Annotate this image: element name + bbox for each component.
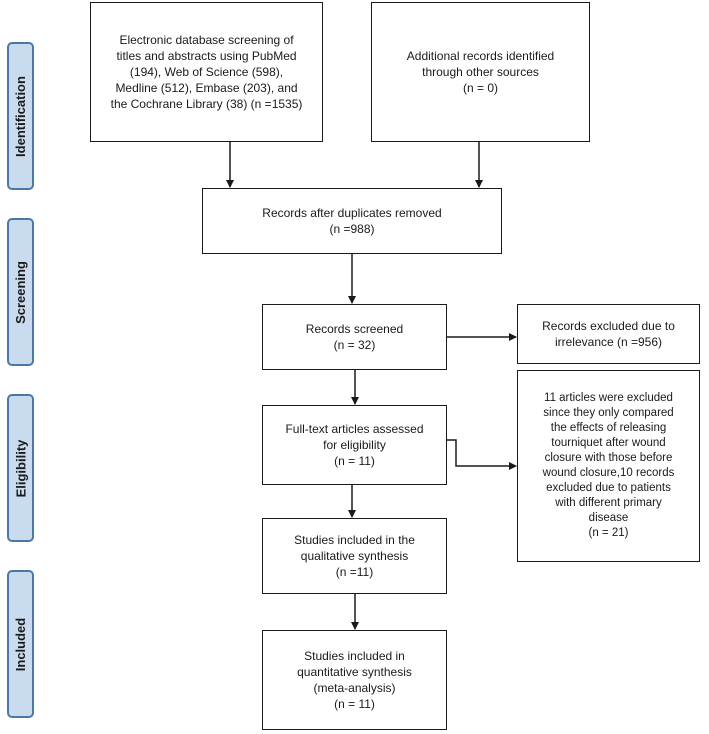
full-text-line: Full-text articles assessed bbox=[285, 422, 424, 436]
qualitative-synthesis-line: (n =11) bbox=[335, 565, 374, 579]
quantitative-synthesis-line: (meta-analysis) bbox=[313, 681, 396, 695]
database-search-line: titles and abstracts using PubMed bbox=[116, 49, 297, 63]
excluded-fulltext-box: 11 articles were excluded since they onl… bbox=[517, 370, 700, 562]
other-sources-line: Additional records identified bbox=[406, 49, 555, 63]
quantitative-synthesis-box: Studies included in quantitative synthes… bbox=[262, 630, 447, 730]
records-screened-line: Records screened bbox=[305, 322, 404, 336]
database-search-box: Electronic database screening of titles … bbox=[90, 2, 323, 142]
full-text-box: Full-text articles assessed for eligibil… bbox=[262, 405, 447, 485]
duplicates-removed-line: Records after duplicates removed bbox=[262, 206, 442, 220]
duplicates-removed-line: (n =988) bbox=[329, 222, 375, 236]
quantitative-synthesis-line: quantitative synthesis bbox=[297, 665, 412, 679]
other-sources-line: (n = 0) bbox=[462, 81, 498, 95]
records-screened-line: (n = 32) bbox=[333, 338, 376, 352]
excluded-fulltext-line: since they only compared bbox=[543, 407, 674, 419]
qualitative-synthesis-box: Studies included in the qualitative synt… bbox=[262, 518, 447, 594]
phase-eligibility: Eligibility bbox=[7, 394, 34, 542]
other-sources-box: Additional records identified through ot… bbox=[371, 2, 590, 142]
other-sources-line: through other sources bbox=[422, 65, 539, 79]
phase-screening: Screening bbox=[7, 218, 34, 366]
quantitative-synthesis-line: (n = 11) bbox=[334, 697, 375, 711]
excluded-fulltext-line: with different primary bbox=[555, 497, 662, 509]
records-screened-box: Records screened (n = 32) bbox=[262, 304, 447, 370]
excluded-fulltext-line: wound closure,10 records bbox=[542, 467, 675, 479]
phase-included: Included bbox=[7, 570, 34, 718]
excluded-fulltext-line: (n = 21) bbox=[588, 527, 629, 539]
qualitative-synthesis-line: Studies included in the bbox=[294, 533, 415, 547]
excluded-irrelevance-line: irrelevance (n =956) bbox=[554, 335, 663, 349]
arrow-fulltext-to-excluded bbox=[447, 439, 517, 470]
excluded-fulltext-line: 11 articles were excluded bbox=[544, 392, 673, 404]
excluded-fulltext-line: excluded due to patients bbox=[546, 482, 671, 494]
full-text-line: for eligibility bbox=[323, 438, 386, 452]
duplicates-removed-box: Records after duplicates removed (n =988… bbox=[202, 188, 502, 254]
phase-identification: Identification bbox=[7, 42, 34, 190]
excluded-irrelevance-line: Records excluded due to bbox=[542, 319, 675, 333]
database-search-line: (194), Web of Science (598), bbox=[129, 65, 284, 79]
quantitative-synthesis-line: Studies included in bbox=[304, 649, 405, 663]
database-search-line: Medline (512), Embase (203), and bbox=[115, 81, 298, 95]
full-text-line: (n = 11) bbox=[334, 454, 375, 468]
database-search-line: the Cochrane Library (38) (n =1535) bbox=[110, 97, 303, 111]
excluded-fulltext-line: disease bbox=[588, 512, 629, 524]
database-search-line: Electronic database screening of bbox=[119, 33, 294, 47]
qualitative-synthesis-line: qualitative synthesis bbox=[300, 549, 409, 563]
excluded-fulltext-line: the effects of releasing bbox=[550, 422, 667, 434]
excluded-fulltext-line: tourniquet after wound bbox=[551, 437, 666, 449]
excluded-irrelevance-box: Records excluded due to irrelevance (n =… bbox=[517, 304, 700, 364]
excluded-fulltext-line: closure with those before bbox=[544, 452, 673, 464]
